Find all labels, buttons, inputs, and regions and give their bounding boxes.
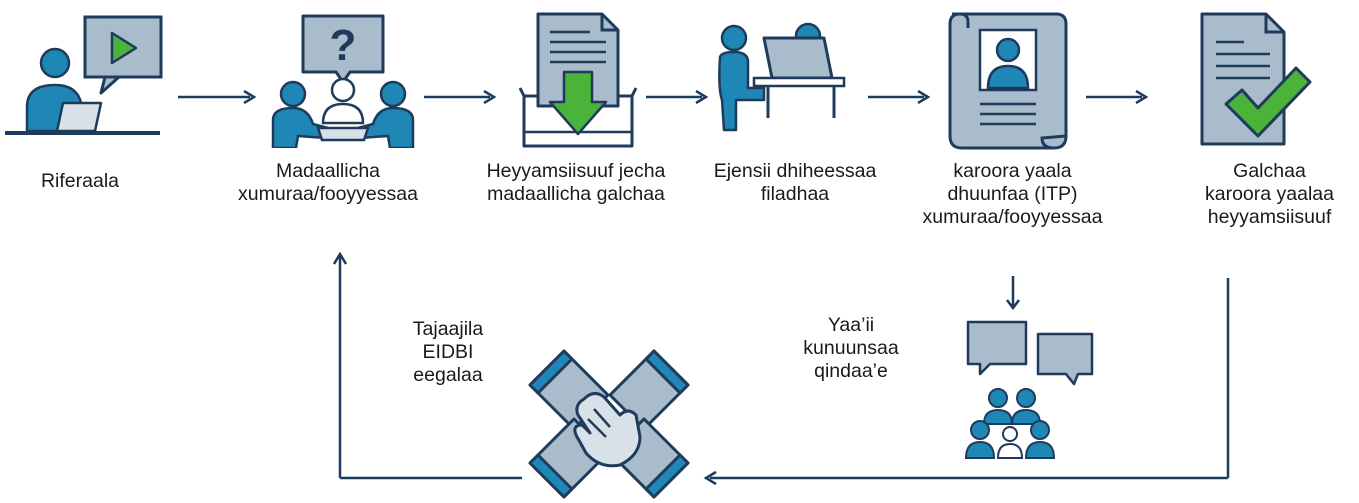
flow-arrow-4 <box>868 90 930 104</box>
step-label-submit-assessment: Heyyamsiisuuf jecha madaallicha galchaa <box>486 160 666 205</box>
flow-arrow-5 <box>1086 90 1148 104</box>
profile-scroll-document-icon <box>940 8 1075 153</box>
services-label: Tajaajila EIDBI eegalaa <box>412 318 484 386</box>
meeting-label: Yaa’ii kunuunsaa qindaa’e <box>803 314 899 382</box>
step-label-choose-agency: Ejensii dhiheessaa filadhaa <box>713 160 877 205</box>
return-connector-left <box>330 250 530 482</box>
return-connector-bottom <box>700 278 1236 488</box>
team-question-meeting-icon: ? <box>268 8 418 148</box>
step-label-referral: Riferaala <box>40 170 120 192</box>
flow-arrow-3 <box>646 90 708 104</box>
joined-hands-icon <box>524 345 694 503</box>
down-arrow-to-meeting <box>1006 276 1020 310</box>
referral-video-call-icon <box>5 15 165 140</box>
flow-arrow-2 <box>424 90 496 104</box>
agency-desk-icon <box>712 18 847 146</box>
flow-arrow-1 <box>178 90 256 104</box>
document-download-tray-icon <box>510 10 640 150</box>
step-label-assessment: Madaallicha xumuraa/fooyyessaa <box>238 160 418 205</box>
step-label-itp: karoora yaala dhuunfaa (ITP) xumuraa/foo… <box>922 160 1103 228</box>
group-chat-meeting-icon <box>958 316 1098 466</box>
document-checkmark-icon <box>1192 8 1312 153</box>
step-label-submit-plan: Galchaa karoora yaalaa heyyamsiisuuf <box>1205 160 1334 228</box>
svg-text:?: ? <box>330 21 357 70</box>
